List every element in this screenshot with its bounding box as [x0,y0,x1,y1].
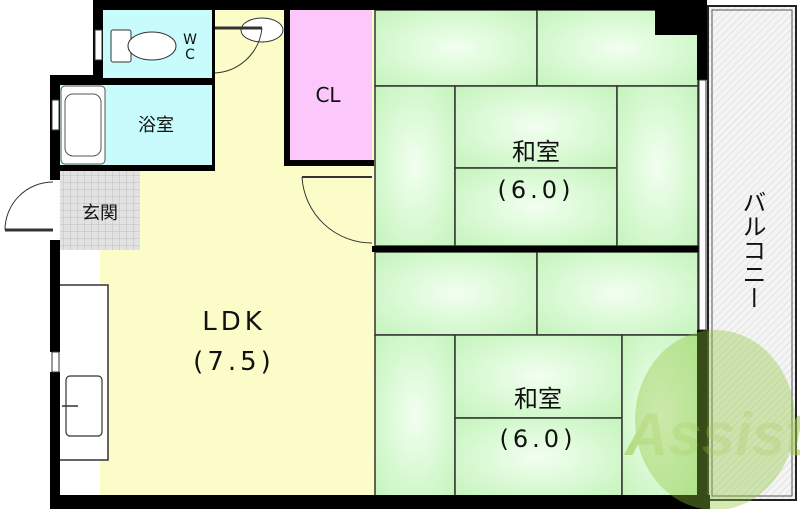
washitsu-top-name: 和室 [512,138,560,166]
windows [51,29,707,373]
ldk-name: LDK [202,307,266,337]
bath-label: 浴室 [138,115,174,136]
washitsu-top-size: (6.0) [498,176,575,204]
entrance-door[interactable] [4,181,54,232]
entrance-label: 玄関 [82,203,118,224]
balcony [707,5,797,501]
bathtub-icon [64,93,102,157]
bath-room: 浴室 [60,85,213,165]
washitsu-bottom-size: (6.0) [500,425,577,453]
kitchen-counter [57,284,109,461]
assist-logo: Assist [623,330,800,509]
logo-text: Assist [623,401,800,468]
washitsu-bottom-name: 和室 [514,385,562,413]
washitsu-top [374,9,699,247]
wc-label-c: C [185,47,195,63]
closet-label: CL [315,83,341,107]
washitsu-bottom [374,251,699,498]
ldk-size: (7.5) [193,347,275,377]
wc-room: W C [103,10,213,80]
walls [50,0,710,509]
entrance: 玄関 [60,170,140,250]
closet[interactable]: CL [288,10,372,165]
room-door[interactable] [301,176,373,244]
balcony-label: バルコニー [738,190,766,310]
wc-label-w: W [183,32,197,48]
